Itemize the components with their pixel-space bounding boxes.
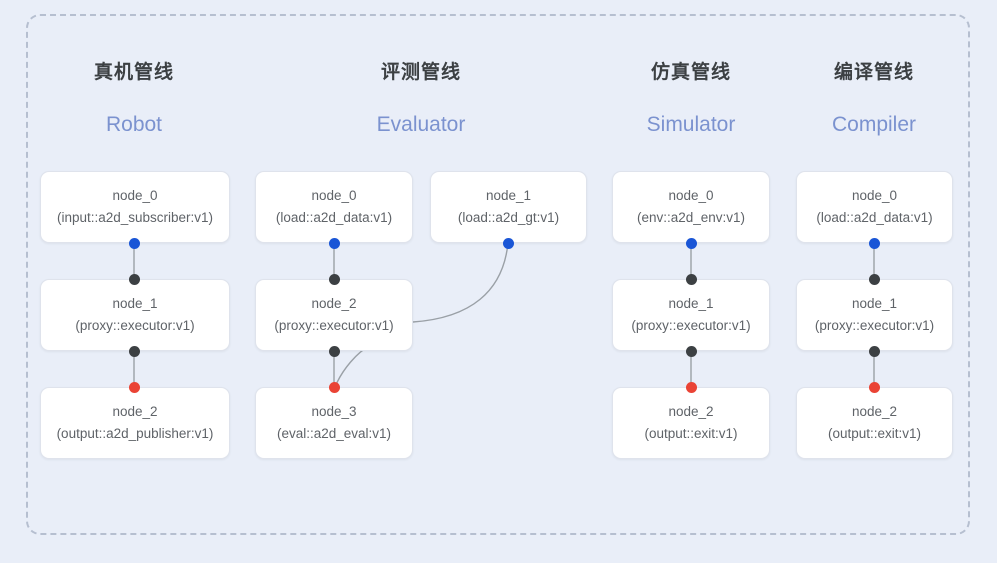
- node-card[interactable]: node_1 (load::a2d_gt:v1): [430, 171, 587, 243]
- node-card[interactable]: node_0 (load::a2d_data:v1): [796, 171, 953, 243]
- node-card[interactable]: node_1 (proxy::executor:v1): [40, 279, 230, 351]
- node-card[interactable]: node_2 (output::a2d_publisher:v1): [40, 387, 230, 459]
- node-card[interactable]: node_0 (load::a2d_data:v1): [255, 171, 413, 243]
- node-title: node_0: [112, 187, 158, 203]
- pipeline-group-panel: [26, 14, 970, 535]
- node-title: node_0: [668, 187, 714, 203]
- port-output-black[interactable]: [128, 345, 140, 357]
- node-card[interactable]: node_2 (output::exit:v1): [612, 387, 770, 459]
- node-title: node_1: [485, 187, 532, 203]
- node-card[interactable]: node_0 (env::a2d_env:v1): [612, 171, 770, 243]
- node-type: (load::a2d_data:v1): [275, 209, 393, 225]
- port-input-black[interactable]: [685, 273, 697, 285]
- node-card[interactable]: node_0 (input::a2d_subscriber:v1): [40, 171, 230, 243]
- node-title: node_1: [851, 295, 898, 311]
- node-type: (env::a2d_env:v1): [636, 209, 746, 225]
- port-output-blue[interactable]: [502, 237, 514, 249]
- node-card[interactable]: node_2 (output::exit:v1): [796, 387, 953, 459]
- port-input-red[interactable]: [328, 381, 340, 393]
- port-input-black[interactable]: [128, 273, 140, 285]
- node-title: node_2: [112, 403, 158, 419]
- node-title: node_1: [668, 295, 714, 311]
- node-card[interactable]: node_3 (eval::a2d_eval:v1): [255, 387, 413, 459]
- port-output-black[interactable]: [685, 345, 697, 357]
- node-title: node_2: [311, 295, 357, 311]
- node-type: (proxy::executor:v1): [631, 317, 751, 333]
- node-card[interactable]: node_1 (proxy::executor:v1): [612, 279, 770, 351]
- port-input-black[interactable]: [328, 273, 340, 285]
- node-title: node_2: [851, 403, 898, 419]
- node-card[interactable]: node_1 (proxy::executor:v1): [796, 279, 953, 351]
- port-output-blue[interactable]: [328, 237, 340, 249]
- node-title: node_1: [112, 295, 158, 311]
- node-type: (proxy::executor:v1): [75, 317, 195, 333]
- node-title: node_3: [311, 403, 357, 419]
- node-title: node_0: [851, 187, 898, 203]
- node-type: (load::a2d_gt:v1): [457, 209, 560, 225]
- port-input-red[interactable]: [868, 381, 880, 393]
- port-output-blue[interactable]: [685, 237, 697, 249]
- port-output-blue[interactable]: [128, 237, 140, 249]
- node-type: (proxy::executor:v1): [814, 317, 935, 333]
- port-input-red[interactable]: [685, 381, 697, 393]
- port-input-black[interactable]: [868, 273, 880, 285]
- node-title: node_2: [668, 403, 714, 419]
- node-type: (output::a2d_publisher:v1): [56, 425, 214, 441]
- node-title: node_0: [311, 187, 357, 203]
- port-input-red[interactable]: [128, 381, 140, 393]
- port-output-blue[interactable]: [868, 237, 880, 249]
- node-type: (load::a2d_data:v1): [816, 209, 933, 225]
- port-output-black[interactable]: [868, 345, 880, 357]
- node-card[interactable]: node_2 (proxy::executor:v1): [255, 279, 413, 351]
- port-output-black[interactable]: [328, 345, 340, 357]
- node-type: (proxy::executor:v1): [274, 317, 394, 333]
- node-type: (output::exit:v1): [827, 425, 922, 441]
- node-type: (output::exit:v1): [644, 425, 738, 441]
- node-type: (input::a2d_subscriber:v1): [56, 209, 214, 225]
- node-type: (eval::a2d_eval:v1): [276, 425, 392, 441]
